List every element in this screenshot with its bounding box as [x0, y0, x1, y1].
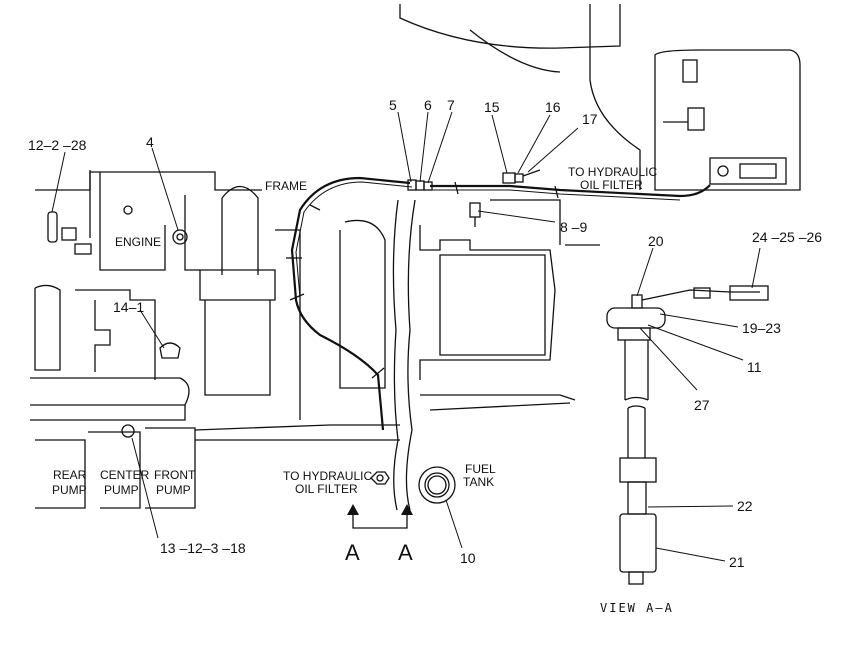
front-pump-line1: FRONT	[154, 468, 196, 482]
engine-label: ENGINE	[115, 235, 161, 249]
front-pump-line2: PUMP	[156, 483, 191, 497]
callout-17: 17	[582, 111, 598, 127]
callout-21: 21	[729, 554, 745, 570]
callout-5: 5	[389, 97, 397, 113]
to-hydraulic-bottom-line1: TO HYDRAULIC	[283, 469, 372, 483]
rear-pump-line1: REAR	[53, 468, 87, 482]
callout-4: 4	[146, 134, 154, 150]
section-label-left: A	[345, 540, 360, 565]
to-hydraulic-top-line1: TO HYDRAULIC	[568, 165, 657, 179]
view-caption: VIEW A–A	[600, 601, 674, 615]
fuel-tank-line1: FUEL	[465, 462, 496, 476]
callout-13-12-3-18: 13 –12–3 –18	[160, 540, 246, 556]
section-label-right: A	[398, 540, 413, 565]
callout-numbers: 12–2 –28 4 14–1 5 6 7 15 16 17 8 –9 20 2…	[28, 97, 822, 570]
fuel-tank-line2: TANK	[463, 475, 494, 489]
callout-12-2-28: 12–2 –28	[28, 137, 87, 153]
callout-11: 11	[747, 359, 762, 375]
callout-27: 27	[694, 397, 710, 413]
callout-19-23: 19–23	[742, 320, 781, 336]
callout-22: 22	[737, 498, 753, 514]
component-labels: FRAME ENGINE TO HYDRAULIC OIL FILTER TO …	[52, 165, 674, 615]
center-pump-line2: PUMP	[104, 483, 139, 497]
callout-14-1: 14–1	[113, 299, 144, 315]
callout-7: 7	[447, 97, 455, 113]
callout-6: 6	[424, 97, 432, 113]
rear-pump-line2: PUMP	[52, 483, 87, 497]
section-arrows	[347, 504, 413, 529]
leader-lines	[51, 111, 761, 562]
callout-20: 20	[648, 233, 664, 249]
fuel-lines	[286, 176, 711, 431]
callout-8-9: 8 –9	[560, 219, 587, 235]
center-pump-line1: CENTER	[100, 468, 150, 482]
callout-15: 15	[484, 99, 500, 115]
sender-assembly	[606, 285, 769, 585]
to-hydraulic-bottom-line2: OIL FILTER	[295, 482, 358, 496]
to-hydraulic-top-line2: OIL FILTER	[580, 178, 643, 192]
components	[47, 59, 787, 504]
callout-16: 16	[545, 99, 561, 115]
frame-label: FRAME	[265, 179, 307, 193]
callout-24-25-26: 24 –25 –26	[752, 229, 822, 245]
machine-outline	[30, 4, 801, 511]
callout-10: 10	[460, 550, 476, 566]
